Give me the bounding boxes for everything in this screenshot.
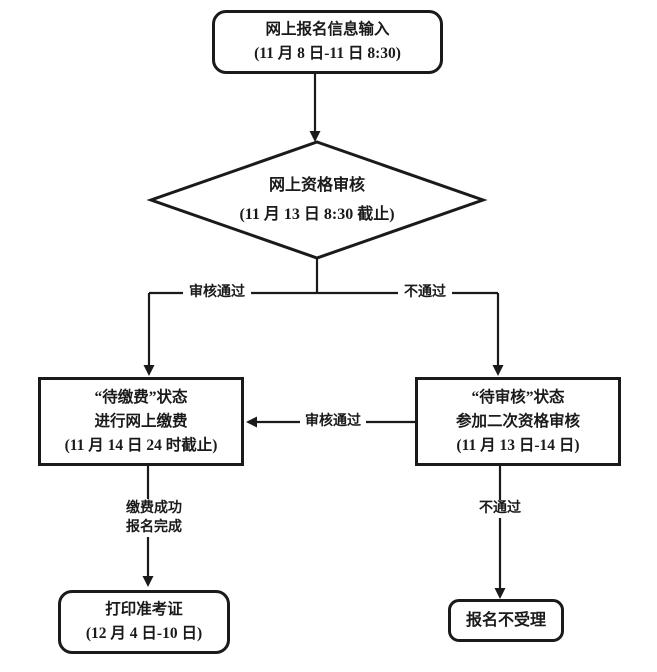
pending-payment-node: “待缴费”状态 进行网上缴费 (11 月 14 日 24 时截止) (38, 377, 244, 466)
arrowhead-icon (494, 588, 506, 599)
print-ticket-node: 打印准考证 (12 月 4 日-10 日) (58, 590, 230, 654)
pending-payment-date: (11 月 14 日 24 时截止) (64, 436, 218, 454)
payment-done-line1: 缴费成功 (126, 501, 182, 516)
arrowhead-icon (143, 365, 155, 376)
edge-label-second-not-passed: 不通过 (473, 500, 527, 518)
arrowhead-icon (142, 576, 154, 587)
arrowhead-icon (246, 416, 257, 428)
arrowhead-icon (492, 365, 504, 376)
decision-title: 网上资格审核 (268, 177, 365, 194)
arrowhead-icon (309, 131, 321, 142)
rejected-title: 报名不受理 (465, 611, 546, 629)
pending-review-date: (11 月 13 日-14 日) (456, 436, 580, 454)
pending-payment-action: 进行网上缴费 (94, 412, 188, 430)
pending-review-action: 参加二次资格审核 (455, 412, 580, 430)
payment-done-line2: 报名完成 (126, 520, 182, 535)
decision-date: (11 月 13 日 8:30 截止) (239, 206, 395, 223)
pending-payment-status: “待缴费”状态 (94, 388, 188, 406)
print-ticket-date: (12 月 4 日-10 日) (85, 625, 203, 642)
pending-review-node: “待审核”状态 参加二次资格审核 (11 月 13 日-14 日) (415, 377, 621, 466)
pending-review-status: “待审核”状态 (471, 388, 565, 406)
start-date: (11 月 8 日-11 日 8:30) (254, 45, 401, 62)
print-ticket-title: 打印准考证 (105, 601, 183, 618)
edge-label-second-review-passed: 审核通过 (300, 413, 366, 431)
rejected-node: 报名不受理 (448, 599, 564, 642)
edge-label-payment-done: 缴费成功 报名完成 (121, 499, 187, 537)
start-title: 网上报名信息输入 (265, 21, 390, 38)
start-node: 网上报名信息输入 (11 月 8 日-11 日 8:30) (212, 10, 443, 74)
edge-label-review-passed: 审核通过 (183, 284, 251, 302)
decision-node-label: 网上资格审核 (11 月 13 日 8:30 截止) (167, 171, 467, 229)
edge-label-not-passed: 不通过 (398, 284, 452, 302)
